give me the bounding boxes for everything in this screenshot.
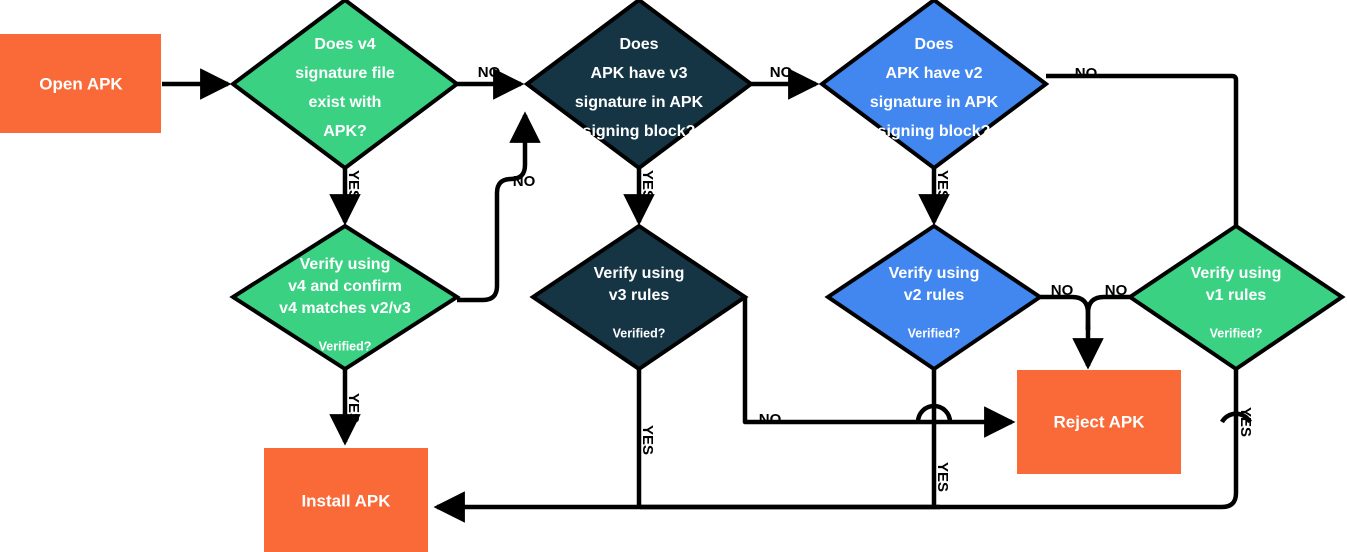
edge-line-hop-bridge2 — [1220, 411, 1252, 424]
verify-v1-sublabel: Verified? — [1210, 326, 1263, 340]
verify-v4-line2: v4 and confirm — [288, 278, 402, 295]
edge-label-verifyv2-yes: YES — [934, 462, 951, 492]
reject-apk-label: Reject APK — [1053, 412, 1145, 431]
edge-verifyv1-no — [1085, 294, 1130, 330]
edge-label-verifyv1-yes: YES — [1237, 407, 1254, 437]
edge-label-verifyv4-yes: YES — [345, 393, 362, 423]
v2-block-line4: signing block? — [878, 123, 991, 140]
v2-block-line2: APK have v2 — [886, 65, 983, 82]
edge-label-verifyv4-no: NO — [513, 173, 536, 190]
edge-label-v3-no: NO — [770, 64, 793, 81]
node-verify-v1[interactable]: Verify using v1 rules Verified? — [1126, 223, 1346, 372]
node-verify-v3[interactable]: Verify using v3 rules Verified? — [529, 223, 749, 372]
edge-label-v2-no: NO — [1075, 65, 1098, 82]
verify-v1-line2: v1 rules — [1206, 287, 1267, 304]
node-v2-block[interactable]: Does APK have v2 signature in APK signin… — [818, 0, 1050, 171]
open-apk-shape — [0, 34, 161, 133]
verify-v3-line1: Verify using — [594, 265, 685, 282]
edge-v2-no-v1 — [1046, 73, 1239, 226]
verify-v4-line3: v4 matches v2/v3 — [279, 300, 411, 317]
verify-v1-shape — [1126, 223, 1346, 372]
v2-block-line3: signature in APK — [870, 94, 999, 111]
node-install-apk[interactable]: Install APK — [264, 448, 428, 552]
verify-v2-sublabel: Verified? — [908, 326, 961, 340]
edge-label-v3-yes: YES — [639, 170, 656, 200]
edge-verifyv3-no — [742, 297, 1016, 438]
open-apk-label: Open APK — [39, 74, 123, 93]
verify-v2-shape — [824, 223, 1044, 372]
v4-exists-line3: exist with — [309, 94, 382, 111]
node-verify-v2[interactable]: Verify using v2 rules Verified? — [824, 223, 1044, 372]
reject-apk-shape — [1017, 370, 1181, 474]
node-reject-apk[interactable]: Reject APK — [1017, 370, 1181, 474]
verify-v4-sublabel: Verified? — [319, 339, 372, 353]
v3-block-line2: APK have v3 — [591, 65, 688, 82]
edge-layer — [162, 68, 1252, 523]
v3-block-line1: Does — [619, 36, 658, 53]
edge-line-hop-bridge — [915, 403, 953, 423]
node-v3-block[interactable]: Does APK have v3 signature in APK signin… — [523, 0, 755, 171]
v4-exists-line1: Does v4 — [314, 36, 375, 53]
v3-block-line3: signature in APK — [575, 94, 704, 111]
edge-label-verifyv3-yes: YES — [639, 425, 656, 455]
verify-v3-line2: v3 rules — [609, 287, 670, 304]
v4-exists-line2: signature file — [295, 65, 395, 82]
install-apk-shape — [264, 448, 428, 552]
edge-label-v4exists-no: NO — [478, 64, 501, 81]
node-verify-v4[interactable]: Verify using v4 and confirm v4 matches v… — [229, 223, 461, 372]
edge-label-v2-yes: YES — [934, 170, 951, 200]
edge-label-verifyv3-no: NO — [759, 411, 782, 428]
verify-v2-line1: Verify using — [889, 265, 980, 282]
edge-label-v4exists-yes: YES — [345, 170, 362, 200]
v3-block-shape — [523, 0, 755, 171]
edge-verifyv4-no-loop — [457, 111, 541, 303]
verify-v1-line1: Verify using — [1191, 265, 1282, 282]
edge-verifyv2-no — [1040, 294, 1091, 330]
v2-block-line1: Does — [914, 36, 953, 53]
node-open-apk[interactable]: Open APK — [0, 34, 161, 133]
edge-label-verifyv1-no: NO — [1105, 282, 1128, 299]
edge-label-verifyv2-no: NO — [1051, 282, 1074, 299]
v3-block-line4: signing block? — [583, 123, 696, 140]
node-v4-exists[interactable]: Does v4 signature file exist with APK? — [229, 0, 461, 171]
verify-v3-shape — [529, 223, 749, 372]
verify-v3-sublabel: Verified? — [613, 326, 666, 340]
v4-exists-line4: APK? — [323, 123, 367, 140]
install-apk-label: Install APK — [301, 491, 391, 510]
edge-label-layer: NO NO NO YES YES YES NO YES NO YES NO NO… — [345, 64, 1254, 492]
verify-v2-line2: v2 rules — [904, 287, 965, 304]
v4-exists-shape — [229, 0, 461, 171]
verify-v4-line1: Verify using — [300, 256, 391, 273]
verify-v4-shape — [229, 223, 461, 372]
v2-block-shape — [818, 0, 1050, 171]
edge-verifyv1-yes — [640, 369, 1239, 510]
